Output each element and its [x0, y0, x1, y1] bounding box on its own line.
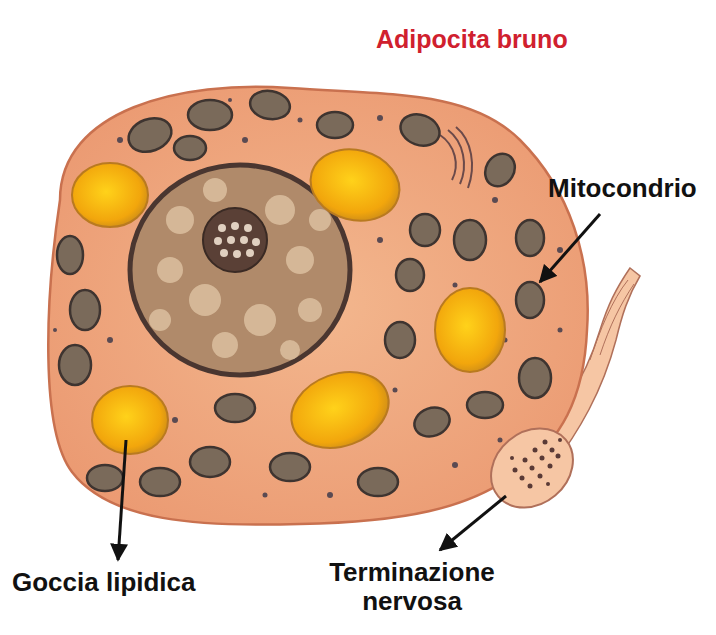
- part-label: Goccia lipidica: [12, 568, 196, 597]
- cytoplasm-granules: [53, 98, 563, 498]
- part-label: Mitocondrio: [548, 174, 697, 203]
- part-label: Terminazione nervosa: [312, 558, 512, 615]
- lipid-droplets: [72, 140, 505, 461]
- leader-arrows: [118, 214, 600, 560]
- mitochondria: [57, 88, 551, 496]
- diagram-title: Adipocita bruno: [376, 26, 568, 54]
- golgi: [440, 127, 472, 188]
